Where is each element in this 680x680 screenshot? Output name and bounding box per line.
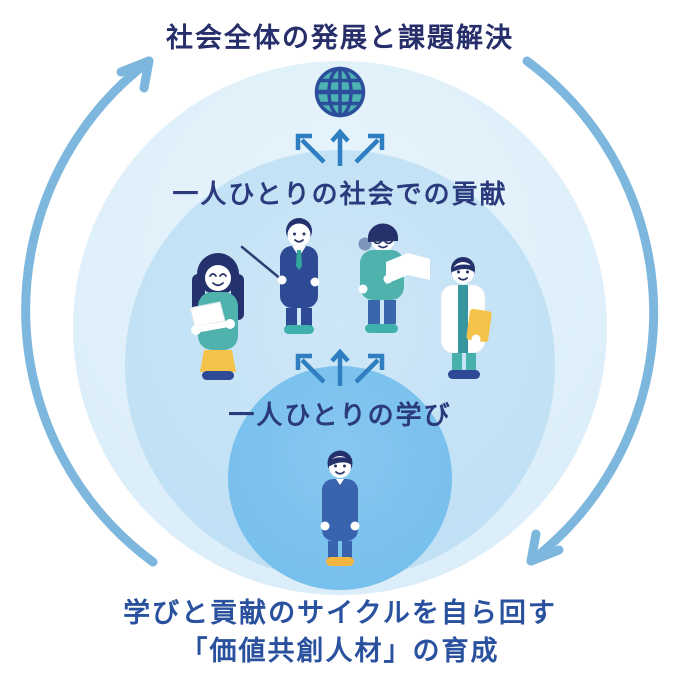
- person-elder-open-book: [358, 223, 430, 333]
- person-doctor-folder: [440, 257, 492, 379]
- bottom-caption-line2: 「価値共創人材」の育成: [180, 636, 500, 666]
- laptop-icon: [189, 301, 229, 333]
- person-man-suit-pointer: [240, 218, 320, 334]
- person-woman-laptop: [189, 253, 244, 380]
- globe-icon: [314, 66, 366, 118]
- bottom-caption: 学びと貢献のサイクルを自ら回す 「価値共創人材」の育成: [0, 594, 680, 670]
- pointer-stick: [240, 245, 284, 282]
- bottom-caption-line1: 学びと貢献のサイクルを自ら回す: [123, 598, 557, 628]
- cycle-arrow-down-right-icon: [522, 56, 659, 566]
- folder-icon: [466, 309, 492, 342]
- up-arrows-bottom-icon: [295, 348, 385, 386]
- up-arrows-top-icon: [295, 128, 385, 166]
- contribution-label: 一人ひとりの社会での貢献: [172, 179, 508, 209]
- top-label: 社会全体の発展と課題解決: [166, 23, 514, 53]
- cycle-arrow-up-left-icon: [21, 56, 158, 567]
- person-child: [320, 450, 360, 566]
- learning-label: 一人ひとりの学び: [228, 400, 452, 430]
